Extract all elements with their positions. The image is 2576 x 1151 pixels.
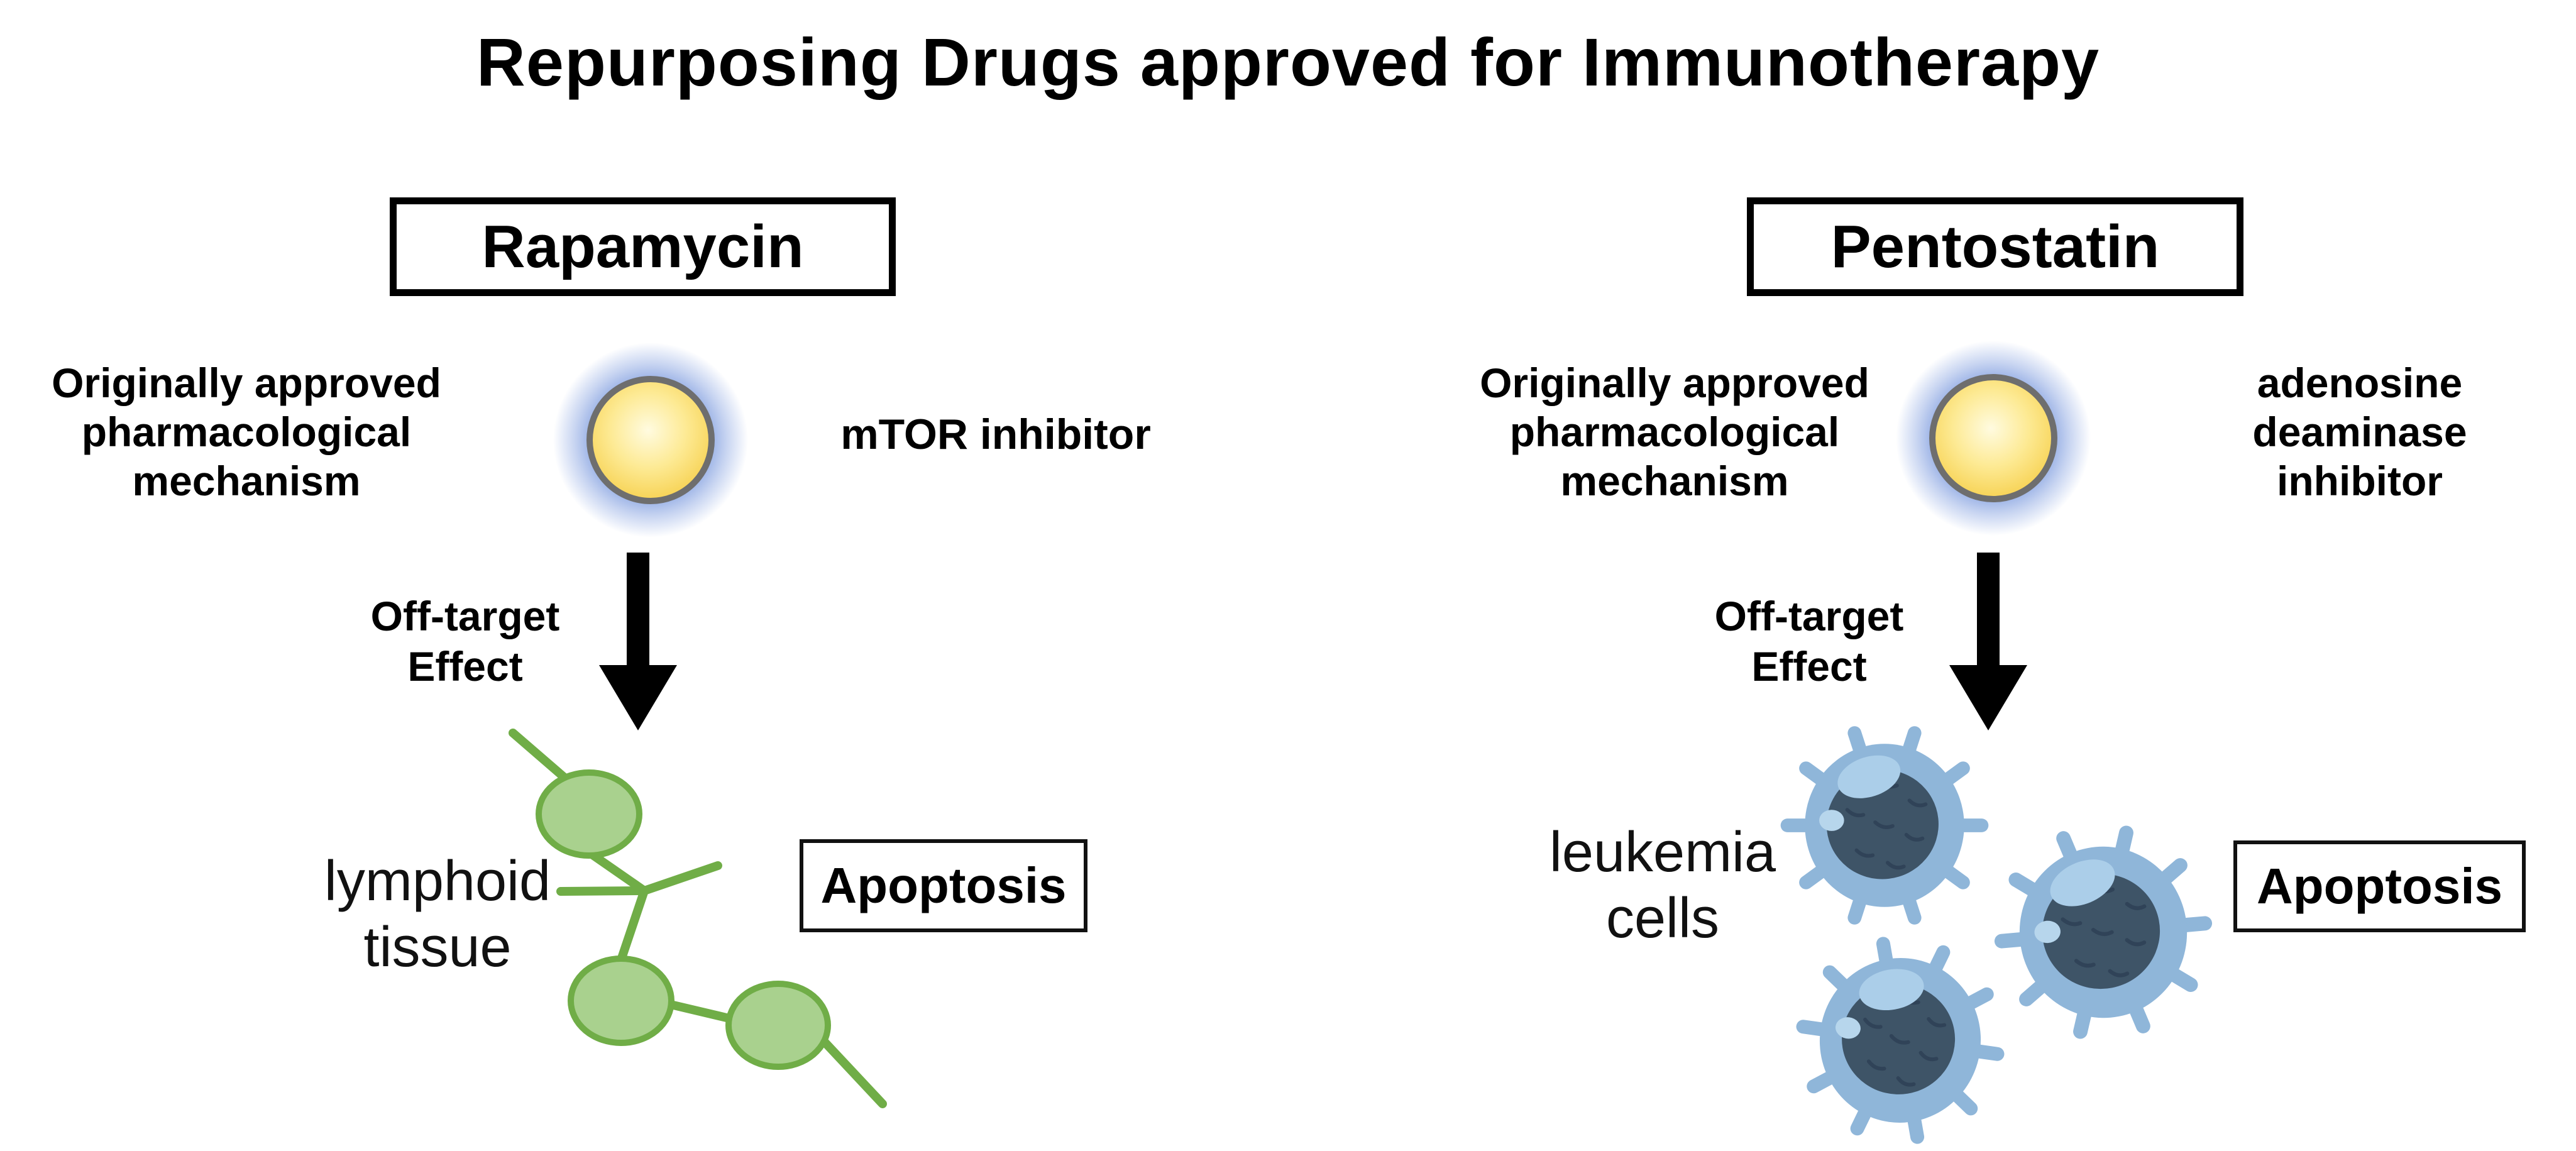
off-target-effect-label: Off-target Effect [1714, 593, 1904, 690]
target-tissue-label: lymphoid tissue [324, 850, 551, 979]
down-arrow-icon [1949, 553, 2027, 730]
figure-title: Repurposing Drugs approved for Immunothe… [476, 24, 2100, 100]
down-arrow-icon [599, 553, 677, 730]
leukemia-cell-icon [1790, 934, 2010, 1146]
drug-name-label: Rapamycin [482, 212, 804, 280]
leukemia-cells-icon [1788, 733, 2214, 1147]
origin-mechanism-label: Originally approved pharmacological mech… [52, 360, 441, 504]
drug-capsule-icon [1896, 341, 2091, 536]
leukemia-cell-icon [1788, 733, 1982, 918]
mechanism-label: mTOR inhibitor [840, 410, 1151, 458]
apoptosis-outcome-box: Apoptosis [800, 839, 1087, 932]
apoptosis-label: Apoptosis [820, 857, 1067, 913]
apoptosis-label: Apoptosis [2256, 858, 2503, 914]
drug-name-box-pentostatin: Pentostatin [1747, 197, 2243, 296]
origin-mechanism-label: Originally approved pharmacological mech… [1480, 360, 1869, 504]
mechanism-label: adenosine deaminase inhibitor [2252, 360, 2467, 504]
drug-name-label: Pentostatin [1830, 212, 2160, 280]
apoptosis-outcome-box: Apoptosis [2233, 840, 2526, 932]
drug-name-box-rapamycin: Rapamycin [390, 197, 896, 296]
off-target-effect-label: Off-target Effect [370, 593, 560, 690]
drug-capsule-icon [553, 343, 748, 537]
target-tissue-label: leukemia cells [1549, 821, 1776, 950]
leukemia-cell-icon [1993, 827, 2213, 1038]
